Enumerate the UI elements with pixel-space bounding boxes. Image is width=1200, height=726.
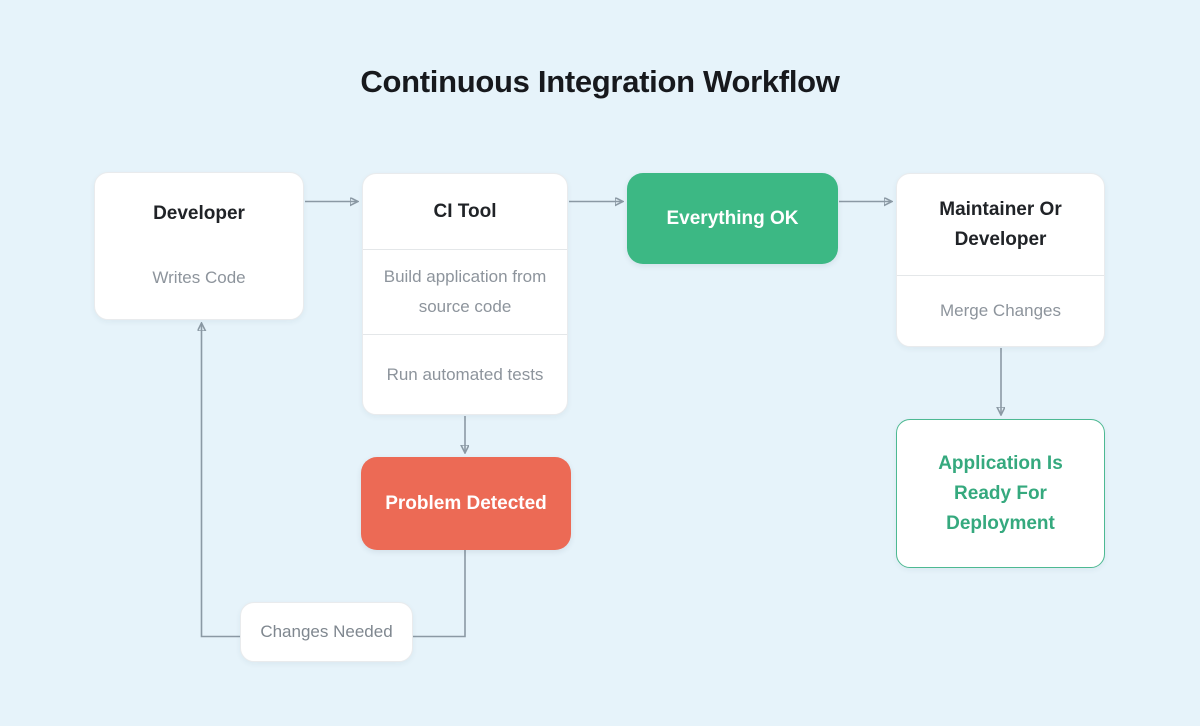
node-problem-detected: Problem Detected	[361, 457, 571, 550]
node-everything-ok: Everything OK	[627, 173, 838, 264]
maintainer-subtitle: Merge Changes	[897, 275, 1104, 346]
developer-title: Developer	[153, 203, 245, 224]
diagram-title: Continuous Integration Workflow	[360, 64, 840, 99]
node-maintainer: Maintainer Or Developer Merge Changes	[896, 173, 1105, 347]
ci-tool-title: CI Tool	[433, 200, 497, 222]
everything-ok-label: Everything OK	[666, 207, 799, 229]
ci-tool-step-build: Build application from source code	[363, 249, 567, 334]
maintainer-title: Maintainer Or Developer	[939, 198, 1062, 250]
changes-needed-label: Changes Needed	[260, 622, 393, 641]
app-ready-label: Application Is Ready For Deployment	[938, 452, 1063, 534]
node-ci-tool: CI Tool Build application from source co…	[362, 173, 568, 415]
problem-detected-label: Problem Detected	[385, 492, 547, 514]
node-developer: Developer Writes Code	[94, 172, 304, 320]
node-app-ready: Application Is Ready For Deployment	[896, 419, 1105, 568]
ci-tool-step-tests: Run automated tests	[363, 334, 567, 414]
developer-subtitle: Writes Code	[152, 268, 246, 287]
node-changes-needed: Changes Needed	[240, 602, 413, 662]
